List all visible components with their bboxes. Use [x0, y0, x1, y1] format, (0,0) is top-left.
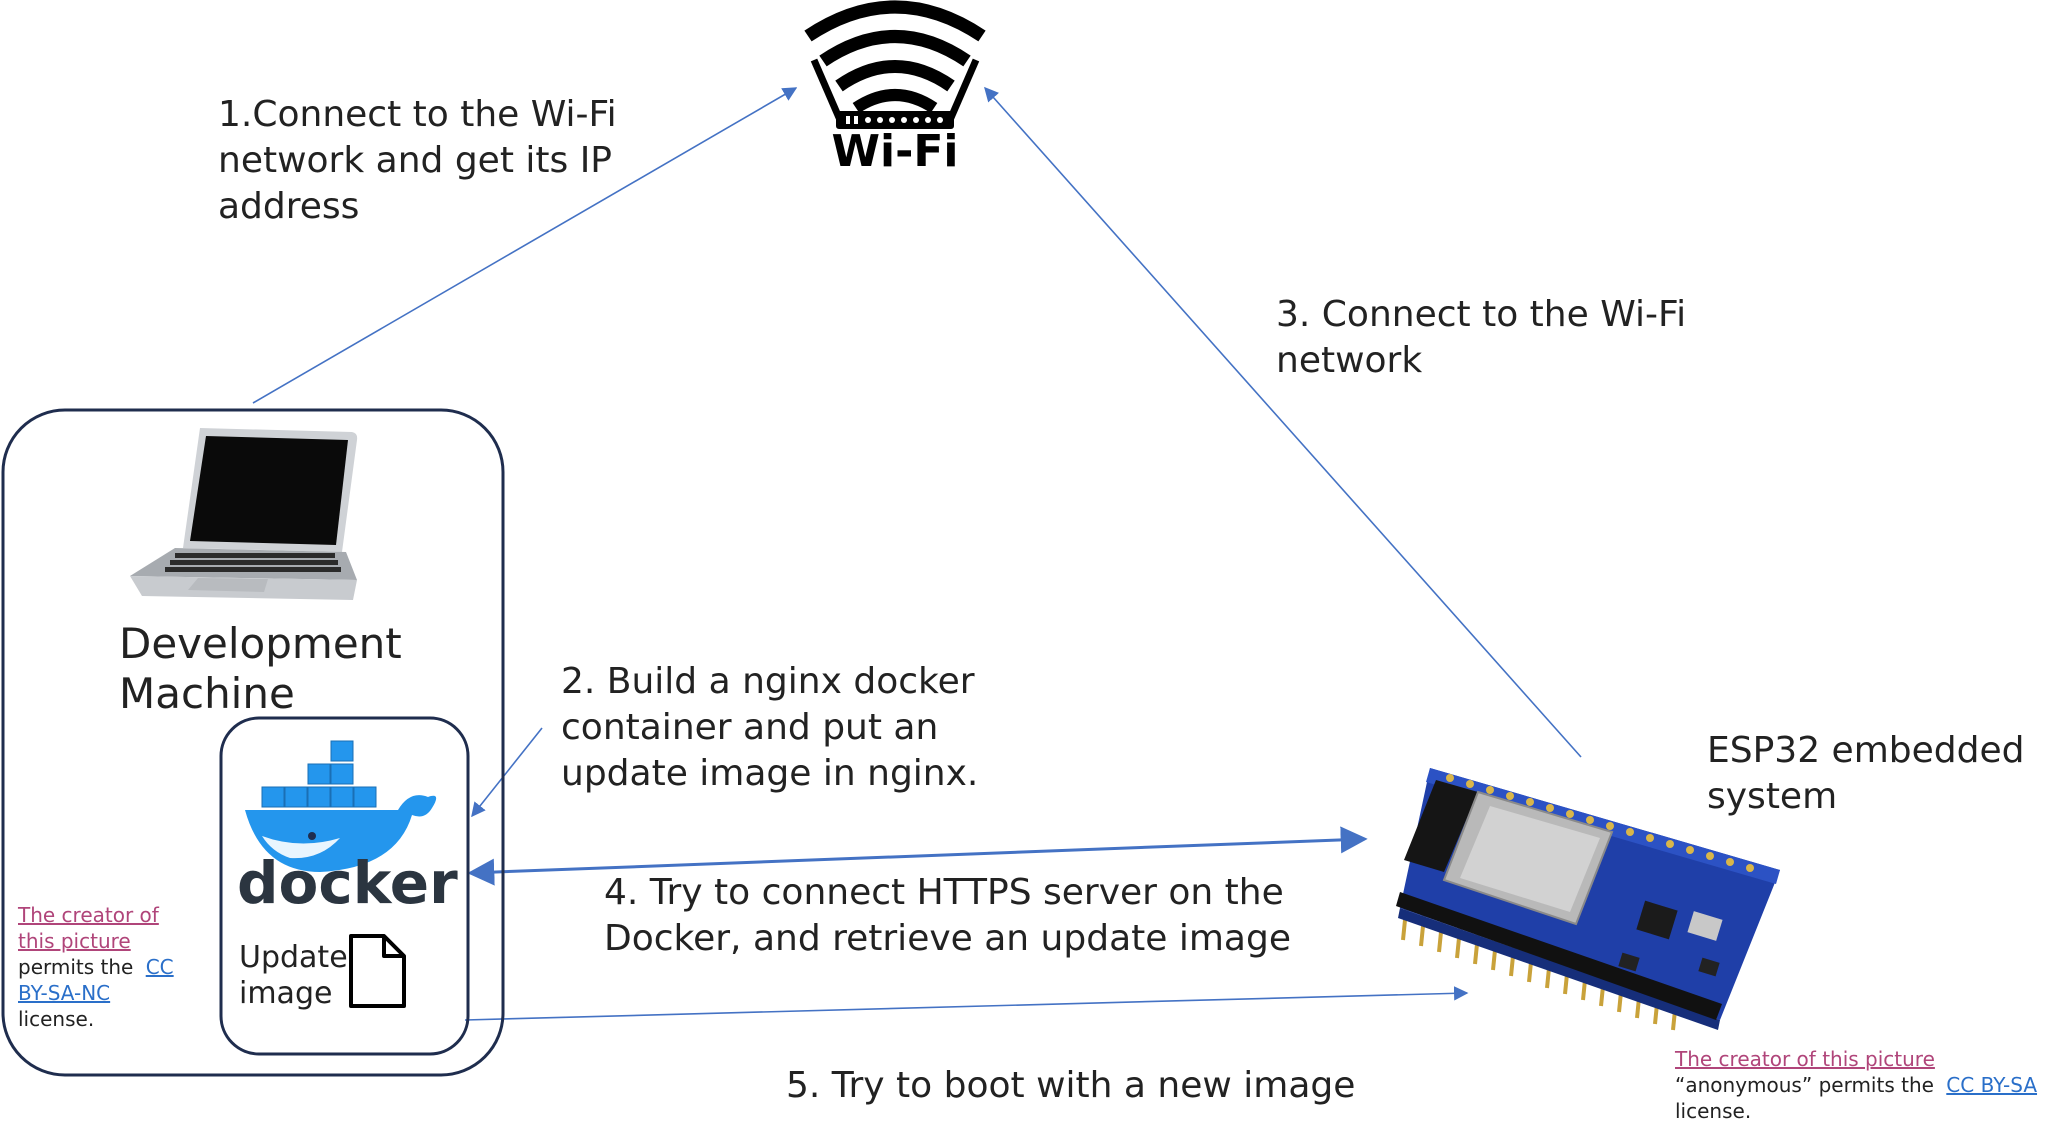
esp32-label: ESP32 embedded system — [1707, 730, 2036, 817]
arrow-step4 — [467, 826, 1368, 886]
wifi-logo-text: Wi-Fi — [831, 126, 958, 177]
right-image-credit: The creator of this picture “anonymous” … — [1674, 1047, 2043, 1123]
left-license-link-2[interactable]: BY-SA-NC — [18, 981, 110, 1005]
right-license-link[interactable]: CC BY-SA — [1946, 1073, 2037, 1097]
update-image-label: Update image — [239, 940, 357, 1011]
laptop-icon — [130, 428, 358, 600]
wifi-icon: Wi-Fi — [804, 0, 986, 177]
left-creator-link[interactable]: The creator of — [17, 903, 160, 927]
step2-label: 2. Build a nginx docker container and pu… — [561, 661, 986, 794]
arrow-step3 — [984, 86, 1582, 758]
step3-label: 3. Connect to the Wi-Fi network — [1276, 294, 1698, 381]
document-icon — [349, 934, 406, 1008]
docker-box — [219, 716, 470, 1056]
step5-label: 5. Try to boot with a new image — [786, 1065, 1355, 1106]
docker-logo-text: docker — [237, 849, 458, 917]
arrow-step5 — [464, 986, 1469, 1021]
left-image-credit: The creator of this picture permits the … — [17, 903, 180, 1031]
dev-machine-box — [1, 408, 505, 1077]
step1-label: 1.Connect to the Wi-Fi network and get i… — [218, 94, 628, 227]
svg-text:The creator of this pict: The creator of this picture permits the … — [17, 903, 180, 1031]
dev-machine-label: Development Machine — [119, 619, 415, 718]
docker-whale-icon — [245, 740, 437, 872]
right-creator-link[interactable]: The creator of this picture — [1674, 1047, 1935, 1071]
arrow-step1 — [252, 87, 798, 404]
arrow-step2 — [471, 727, 543, 818]
esp32-board-image — [1396, 768, 1780, 1031]
left-creator-link-2[interactable]: this picture — [18, 929, 131, 953]
svg-text:The creator of this picture: The creator of this picture “anonymous” … — [1674, 1047, 2043, 1123]
step4-label: 4. Try to connect HTTPS server on the Do… — [604, 872, 1295, 959]
left-license-link[interactable]: CC — [146, 955, 174, 979]
